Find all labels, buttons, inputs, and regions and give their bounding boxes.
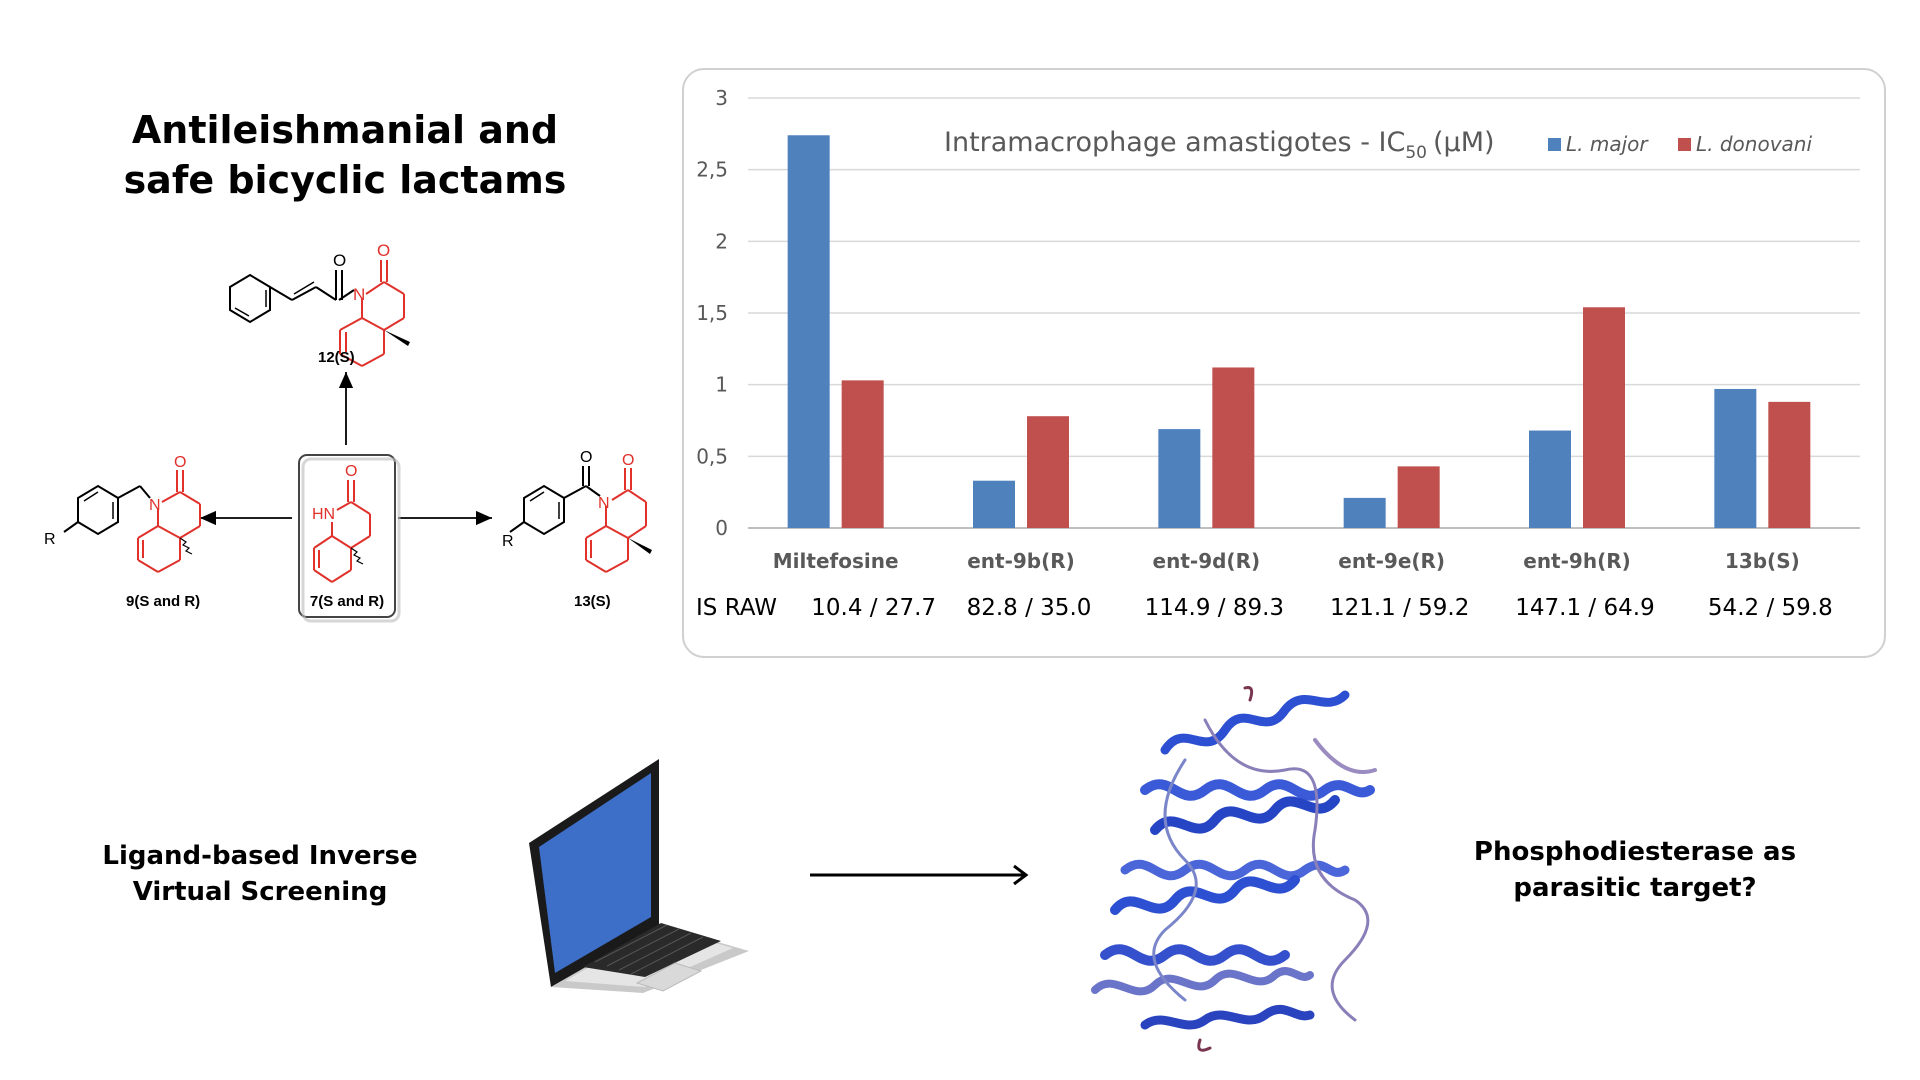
si-value: 147.1 / 64.9 [1515,595,1654,621]
compound-label-9: 9(S and R) [126,593,200,610]
bar-l-donovani [1397,466,1440,528]
x-axis-ticks: Miltefosine ent-9b(R) ent-9d(R) ent-9e(R) en… [773,549,1800,573]
molecule-12s: O O N 12(S) [229,241,410,367]
y-tick-label: 0 [715,516,728,540]
si-value: 10.4 / 27.7 [811,595,936,621]
si-value: 121.1 / 59.2 [1330,595,1469,621]
chart-legend: L. major L. donovani [1548,132,1812,156]
chart-bars [787,135,1811,528]
atom-label: O [377,241,390,260]
right-caption: Phosphodiesterase as parasitic target? [1440,834,1830,906]
legend-swatch-l-donovani [1678,138,1691,151]
si-value: 114.9 / 89.3 [1145,595,1284,621]
molecule-13: R O O N 13(S) [502,449,652,610]
left-caption-line-1: Ligand-based Inverse [102,841,418,871]
atom-label: N [598,495,610,512]
legend-swatch-l-major [1548,138,1561,151]
left-caption: Ligand-based Inverse Virtual Screening [100,838,420,910]
bar-l-donovani [841,380,884,528]
chart-panel [682,68,1886,658]
bar-l-major [973,480,1015,528]
compound-label-7: 7(S and R) [310,593,384,610]
protein-structure-icon [1091,686,1377,1052]
x-tick-label: ent-9e(R) [1338,549,1445,573]
molecule-9: R O N 9(S and R) [44,454,201,610]
reaction-scheme: O O N 12(S) [44,241,652,623]
y-tick-label: 1,5 [696,301,728,325]
atom-label: N [149,497,161,514]
chart-title-main: Intramacrophage amastigotes - IC [944,127,1405,158]
si-prefix-label: IS RAW [696,595,777,621]
y-tick-label: 3 [715,86,728,110]
right-caption-line-2: parasitic target? [1513,873,1757,903]
title-line-2: safe bicyclic lactams [123,158,567,202]
bar-l-donovani [1583,307,1625,528]
title-line-1: Antileishmanial and [131,108,559,152]
bar-l-donovani [1027,416,1069,528]
atom-label: O [345,463,357,480]
y-tick-label: 2,5 [696,158,728,182]
bar-l-major [787,135,830,528]
compound-label-12s: 12(S) [318,349,355,366]
x-tick-label: ent-9h(R) [1523,549,1631,573]
atom-label: O [580,449,592,466]
bar-l-major [1343,497,1386,528]
arrow-right-icon [810,864,1029,886]
si-value: 82.8 / 35.0 [967,595,1092,621]
page-title: Antileishmanial and safe bicyclic lactam… [120,105,570,205]
legend-label-l-donovani: L. donovani [1696,132,1812,156]
right-caption-line-1: Phosphodiesterase as [1473,837,1797,867]
chart-gridlines [748,97,1860,529]
atom-label: R [502,533,514,550]
bar-l-donovani [1768,401,1811,528]
legend-label-l-major: L. major [1566,132,1649,156]
molecule-7: O HN 7(S and R) [298,454,401,623]
atom-label: R [44,531,56,548]
left-caption-line-2: Virtual Screening [132,877,388,907]
laptop-icon [529,759,749,993]
y-axis-ticks: 0 0,5 1 1,5 2 2,5 3 [696,86,728,540]
si-values-row: IS RAW 10.4 / 27.7 82.8 / 35.0 114.9 / 89.… [696,595,1833,621]
bar-l-major [1714,388,1757,528]
chart-title-subscript: 50 [1405,143,1427,163]
si-value: 54.2 / 59.8 [1708,595,1833,621]
atom-label: N [353,285,365,304]
ic50-bar-chart: 0 0,5 1 1,5 2 2,5 3 Miltefosine ent-9b(R) ent-9d… [696,86,1860,621]
bar-l-donovani [1212,367,1255,528]
bar-l-major [1158,429,1201,528]
atom-label: O [174,454,186,471]
atom-label: O [622,452,634,469]
atom-label: HN [312,506,335,523]
x-tick-label: 13b(S) [1725,549,1800,573]
x-tick-label: Miltefosine [773,549,899,573]
y-tick-label: 0,5 [696,444,728,468]
chart-title-unit: (µM) [1433,127,1495,158]
y-tick-label: 2 [715,229,728,253]
bar-l-major [1529,430,1571,528]
atom-label: O [333,251,346,270]
y-tick-label: 1 [715,373,728,397]
x-tick-label: ent-9b(R) [967,549,1075,573]
compound-label-13s: 13(S) [574,593,611,610]
x-tick-label: ent-9d(R) [1153,549,1261,573]
chart-title: Intramacrophage amastigotes - IC50 (µM) [944,127,1495,163]
